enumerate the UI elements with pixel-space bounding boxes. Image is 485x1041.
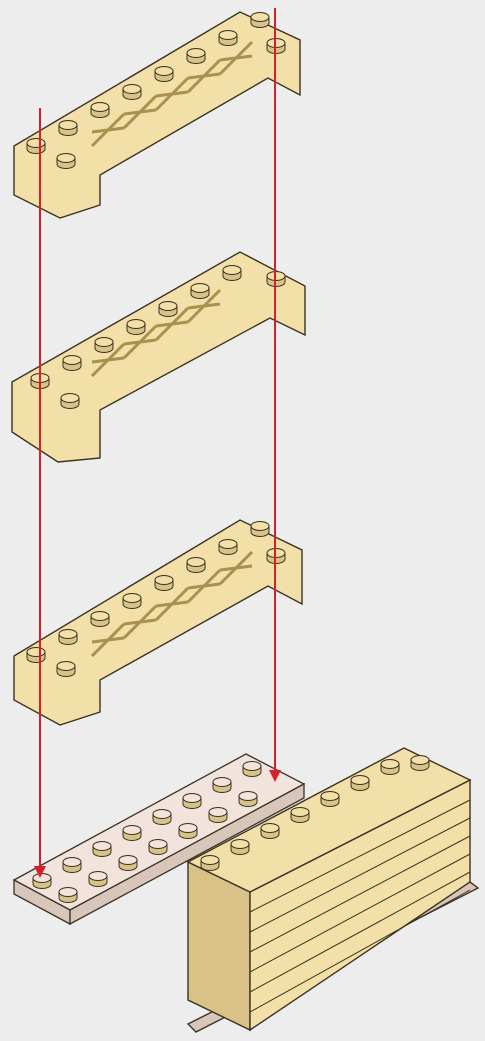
- layer-1-truss: [218, 40, 254, 76]
- layer-3-stud: [250, 521, 270, 537]
- baseplate-row2-stud: [58, 887, 78, 903]
- baseplate-row1-stud: [62, 857, 82, 873]
- assembled-wall: [186, 747, 480, 1033]
- layer-2-stud: [158, 301, 178, 317]
- layer-1-arch: [13, 11, 301, 219]
- layer-1-stud: [122, 84, 142, 100]
- wall-stud: [200, 855, 220, 871]
- baseplate-row2-stud: [178, 823, 198, 839]
- layer-3-stud: [26, 647, 46, 663]
- layer-2-stud: [222, 265, 242, 281]
- layer-1-stud: [250, 12, 270, 28]
- layer-3-face: [13, 519, 303, 726]
- baseplate-row1-stud: [92, 841, 112, 857]
- layer-2-truss: [90, 342, 126, 378]
- wall-brick-seam: [249, 889, 471, 1013]
- baseplate-row1-stud: [32, 873, 52, 889]
- guide-arrows: [34, 8, 281, 878]
- baseplate-row2-stud: [208, 807, 228, 823]
- layer-2-stud: [94, 337, 114, 353]
- wall-stud: [350, 775, 370, 791]
- layer-3-stud: [218, 539, 238, 555]
- wall-brick-seam: [249, 817, 471, 933]
- wall-stud: [230, 839, 250, 855]
- layer-2-arch: [11, 251, 306, 463]
- baseplate-row2-stud: [118, 855, 138, 871]
- layer-1-stud: [90, 102, 110, 118]
- layer-3-truss: [154, 586, 190, 622]
- layer-1-stud: [218, 30, 238, 46]
- layer-2-truss: [186, 288, 222, 324]
- baseplate-row1-stud: [122, 825, 142, 841]
- wall-brick-seam: [249, 853, 471, 973]
- layer-1-truss: [186, 58, 222, 94]
- wall-stud: [260, 823, 280, 839]
- baseplate-row2-stud: [88, 871, 108, 887]
- layer-3b-stud: [56, 661, 76, 677]
- baseplate-row1-stud: [212, 777, 232, 793]
- wall-stud: [380, 759, 400, 775]
- wall-top: [186, 747, 472, 893]
- layer-3-truss: [122, 604, 158, 640]
- layer-1-truss: [90, 112, 126, 148]
- baseplate-row1-stud: [152, 809, 172, 825]
- layer-2-truss: [122, 324, 158, 360]
- wall-stud: [320, 791, 340, 807]
- layer-3-stud: [186, 557, 206, 573]
- layer-2-stud: [126, 319, 146, 335]
- layer-2-stud: [62, 355, 82, 371]
- layer-2-truss: [154, 306, 190, 342]
- layer-3-truss: [90, 622, 126, 658]
- layer-1-stud: [26, 138, 46, 154]
- layer-3-arch: [13, 519, 303, 726]
- layer-1-stud: [154, 66, 174, 82]
- layer-4-baseplate: [12, 753, 306, 926]
- wall-top-stud: [410, 755, 430, 771]
- layer-1-stud: [186, 48, 206, 64]
- wall-brick-seam: [249, 871, 471, 993]
- layer-1-top-face: [13, 11, 301, 219]
- wall-brick-seam: [249, 799, 471, 913]
- layer-1-stud: [58, 120, 78, 136]
- baseplate-row2-stud: [238, 791, 258, 807]
- wall-brick-seam: [249, 835, 471, 953]
- layer-1-truss: [122, 94, 158, 130]
- baseplate-row1-stud: [182, 793, 202, 809]
- layer-3-truss: [186, 568, 222, 604]
- layer-3-stud: [58, 629, 78, 645]
- layer-2-stud: [190, 283, 210, 299]
- baseplate-row2-stud: [148, 839, 168, 855]
- baseplate-right: [69, 782, 305, 926]
- wall-stud: [290, 807, 310, 823]
- layer-3-stud: [122, 593, 142, 609]
- layer-2-face: [11, 251, 306, 463]
- baseplate-row1-stud: [242, 761, 262, 777]
- layer-3-stud: [90, 611, 110, 627]
- layer-1b-stud: [56, 153, 76, 169]
- layer-3-stud: [154, 575, 174, 591]
- layer-3-truss: [218, 550, 254, 586]
- layer-1-truss: [154, 76, 190, 112]
- layer-2b-stud: [60, 393, 80, 409]
